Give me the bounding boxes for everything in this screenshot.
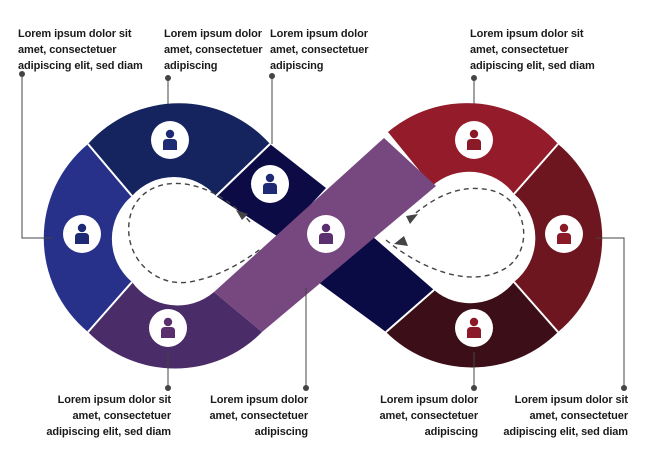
- connector-lines: [21, 74, 625, 388]
- label-line: adipiscing elit, sed diam: [470, 60, 595, 72]
- person-icon: [63, 215, 101, 253]
- label-line: adipiscing elit, sed diam: [503, 426, 628, 438]
- arrowhead-right: [394, 236, 408, 246]
- label-line: adipiscing: [424, 426, 479, 438]
- person-icon: [151, 121, 189, 159]
- label-bottom-mid-left: Lorem ipsum dolor amet, consectetuer adi…: [209, 392, 309, 440]
- label-line: amet, consectetuer: [529, 410, 629, 422]
- label-top-right: Lorem ipsum dolor sit amet, consectetuer…: [470, 26, 595, 74]
- dashed-arrow-right: [385, 187, 525, 278]
- label-line: amet, consectetuer: [18, 44, 117, 56]
- icon-group: [63, 121, 583, 347]
- segment-separators: [87, 143, 559, 333]
- connector-dots: [19, 71, 627, 391]
- label-line: Lorem ipsum dolor: [380, 394, 478, 406]
- label-line: amet, consectetuer: [270, 44, 369, 56]
- person-icon: [251, 165, 289, 203]
- label-top-far-left: Lorem ipsum dolor sit amet, consectetuer…: [18, 26, 143, 74]
- label-bottom-left: Lorem ipsum dolor sit amet, consectetuer…: [46, 392, 171, 440]
- person-icon: [307, 215, 345, 253]
- arrowhead-right-top: [406, 214, 418, 224]
- label-line: amet, consectetuer: [379, 410, 479, 422]
- arrowhead-left: [236, 210, 248, 220]
- label-line: Lorem ipsum dolor: [164, 28, 262, 40]
- person-icon: [455, 121, 493, 159]
- person-icon: [149, 309, 187, 347]
- label-top-mid-left: Lorem ipsum dolor amet, consectetuer adi…: [164, 26, 263, 74]
- label-line: Lorem ipsum dolor sit: [18, 28, 132, 40]
- label-line: Lorem ipsum dolor: [270, 28, 368, 40]
- label-bottom-mid-right: Lorem ipsum dolor amet, consectetuer adi…: [379, 392, 479, 440]
- label-line: adipiscing elit, sed diam: [46, 426, 171, 438]
- dashed-arrow-left: [127, 182, 263, 284]
- label-line: amet, consectetuer: [72, 410, 172, 422]
- label-line: amet, consectetuer: [209, 410, 309, 422]
- person-icon: [545, 215, 583, 253]
- label-line: adipiscing: [254, 426, 309, 438]
- label-line: Lorem ipsum dolor sit: [470, 28, 584, 40]
- label-line: adipiscing elit, sed diam: [18, 60, 143, 72]
- label-line: Lorem ipsum dolor sit: [57, 394, 172, 406]
- label-line: Lorem ipsum dolor sit: [514, 394, 629, 406]
- label-line: amet, consectetuer: [470, 44, 569, 56]
- label-top-center: Lorem ipsum dolor amet, consectetuer adi…: [270, 26, 369, 74]
- label-bottom-right: Lorem ipsum dolor sit amet, consectetuer…: [503, 392, 628, 440]
- person-icon: [455, 309, 493, 347]
- label-line: adipiscing: [164, 60, 218, 72]
- label-line: amet, consectetuer: [164, 44, 263, 56]
- label-line: Lorem ipsum dolor: [210, 394, 308, 406]
- label-line: adipiscing: [270, 60, 324, 72]
